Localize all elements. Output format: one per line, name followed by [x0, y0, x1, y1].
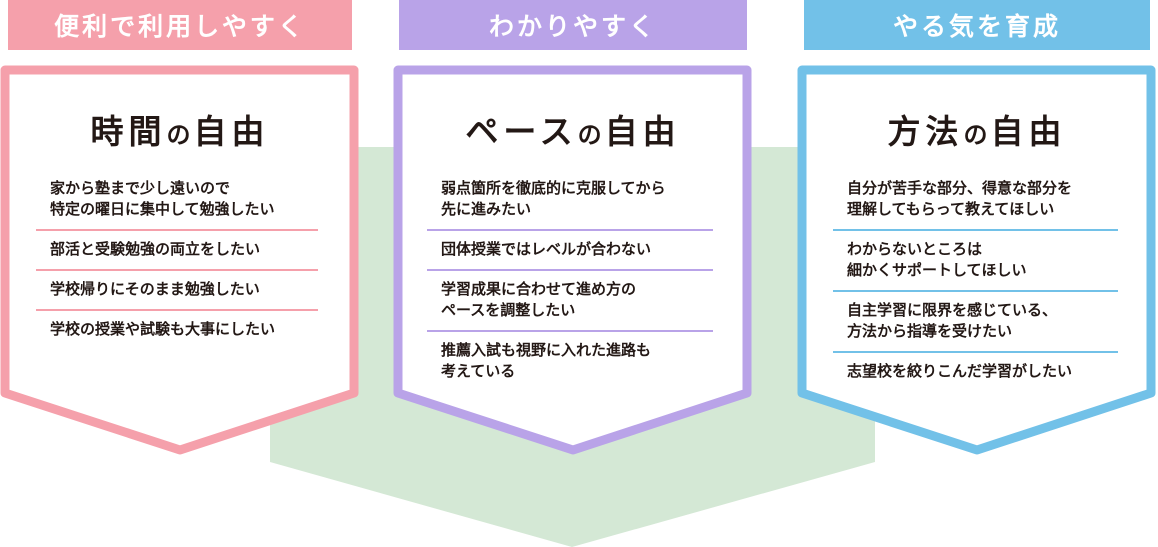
title-time-main: 時間	[90, 112, 167, 151]
list-item: 学校帰りにそのまま勉強したい	[36, 271, 318, 311]
card-title-pace: ペースの自由	[393, 105, 753, 153]
title-time-freedom: 自由	[193, 112, 270, 151]
list-item: 学習成果に合わせて進め方の ペースを調整したい	[427, 271, 713, 332]
card-title-method: 方法の自由	[797, 105, 1157, 153]
tag-motivation: やる気を育成	[804, 0, 1150, 50]
tag-convenient: 便利で利用しやすく	[8, 0, 352, 50]
title-time-particle: の	[166, 121, 194, 149]
title-method-particle: の	[963, 121, 991, 149]
list-item: 志望校を絞りこんだ学習がしたい	[847, 362, 1073, 380]
card-title-time: 時間の自由	[0, 105, 360, 153]
needs-list-pace: 弱点箇所を徹底的に克服してから 先に進みたい 団体授業ではレベルが合わない 学習…	[427, 170, 713, 391]
title-pace-main: ペース	[465, 112, 578, 151]
list-item: 学校の授業や試験も大事にしたい	[50, 320, 276, 338]
card-outline-method	[797, 65, 1156, 455]
title-pace-freedom: 自由	[604, 112, 681, 151]
needs-list-method: 自分が苦手な部分、得意な部分を 理解してもらって教えてほしい わからないところは…	[833, 170, 1118, 391]
list-item: 推薦入試も視野に入れた進路も 考えている	[441, 341, 652, 380]
list-item: 団体授業ではレベルが合わない	[427, 231, 713, 271]
list-item: 部活と受験勉強の両立をしたい	[36, 231, 318, 271]
card-outline-pace	[393, 65, 752, 455]
title-pace-particle: の	[577, 121, 605, 149]
list-item: 家から塾まで少し遠いので 特定の曜日に集中して勉強したい	[36, 170, 318, 231]
list-item: 自分が苦手な部分、得意な部分を 理解してもらって教えてほしい	[833, 170, 1118, 231]
title-method-main: 方法	[887, 112, 964, 151]
card-outline-time	[0, 65, 359, 455]
title-method-freedom: 自由	[990, 112, 1067, 151]
list-item: 弱点箇所を徹底的に克服してから 先に進みたい	[427, 170, 713, 231]
list-item: わからないところは 細かくサポートしてほしい	[833, 231, 1118, 292]
list-item: 自主学習に限界を感じている、 方法から指導を受けたい	[833, 292, 1118, 353]
tag-understandable: わかりやすく	[399, 0, 747, 50]
needs-list-time: 家から塾まで少し遠いので 特定の曜日に集中して勉強したい 部活と受験勉強の両立を…	[36, 170, 318, 349]
